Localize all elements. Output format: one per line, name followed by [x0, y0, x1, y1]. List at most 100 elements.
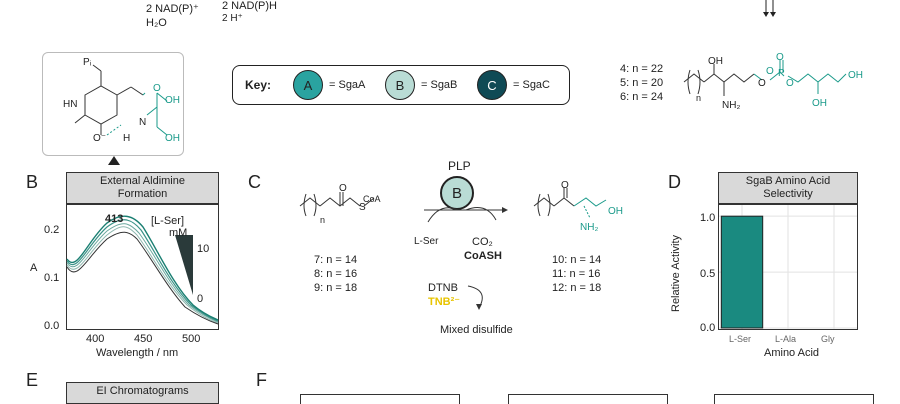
d-ylabel: Relative Activity: [670, 234, 682, 312]
conc-max: 10: [197, 243, 210, 255]
panel-d-plot: [718, 204, 858, 330]
key-circle-a: A: [293, 70, 323, 100]
b-xtick-2: 450: [134, 333, 153, 345]
tnb-label: TNB²⁻: [428, 296, 461, 308]
panel-f-plot-3: [714, 394, 874, 404]
b-ytick-3: 0.0: [44, 320, 60, 332]
hydroxyl-label: OH: [165, 133, 180, 144]
reaction-arrows: [763, 0, 776, 17]
b-xlabel: Wavelength / nm: [96, 347, 179, 359]
d-xlabel: Amino Acid: [764, 347, 820, 359]
d-ytick-1: 1.0: [700, 212, 716, 224]
acyl-o-label: O: [339, 183, 347, 194]
b-xtick-1: 400: [86, 333, 105, 345]
key-desc-a: = SgaA: [329, 79, 366, 91]
acyl-s-label: S: [359, 202, 366, 213]
pyridinium-nh-label: HN: [63, 99, 78, 110]
key-label: Key:: [245, 78, 272, 92]
h-label: H: [123, 133, 131, 144]
conc-label-line2: mM: [169, 227, 188, 239]
product-nh2-label: NH₂: [580, 222, 599, 233]
substrate-8: 8: n = 16: [314, 268, 358, 280]
product-12: 12: n = 18: [552, 282, 602, 294]
panel-f-letter: F: [256, 370, 267, 390]
carboxyl-o-label: O: [153, 83, 161, 94]
panel-d-title: SgaB Amino Acid Selectivity: [718, 172, 858, 204]
lipid-o-4: O: [786, 78, 794, 89]
product-oh-label: OH: [608, 206, 623, 217]
panel-d-letter: D: [668, 172, 681, 192]
aldimine-structure-card: Pᵢ HN N O⁻ H OH O OH: [42, 52, 184, 156]
imine-n-label: N: [139, 117, 147, 128]
acyl-n-sub: n: [320, 215, 326, 225]
panel-f-plot-2: [508, 394, 668, 404]
key-circle-b: B: [385, 70, 415, 100]
d-xtick-2: Gly: [821, 334, 835, 344]
conc-min: 0: [197, 293, 204, 305]
d-xtick-1: L-Ala: [775, 334, 797, 344]
lipid-n-sub: n: [696, 93, 702, 103]
cofactor-water: H₂O: [146, 17, 167, 29]
absorbance-spectra: [66, 215, 219, 325]
enzyme-b-circle: B: [440, 176, 474, 210]
enzyme-b-letter: B: [451, 184, 462, 202]
panel-b-title-line1: External Aldimine: [100, 175, 185, 187]
acyl-coa-label: CoA: [363, 194, 381, 204]
substrate-9: 9: n = 18: [314, 282, 358, 294]
key-letter-a: A: [303, 77, 313, 93]
compound-5-n: 5: n = 20: [620, 77, 664, 89]
lipid-oh-bottom: OH: [812, 98, 827, 109]
lipid-o-3: O: [766, 66, 774, 77]
panel-e-letter: E: [26, 370, 39, 390]
panel-b-title-line2: Formation: [117, 188, 168, 200]
b-xtick-3: 500: [182, 333, 201, 345]
lipid-o-1: O: [758, 78, 766, 89]
compound-6-n: 6: n = 24: [620, 91, 664, 103]
acyl-coa-structure: [299, 192, 375, 217]
lipid-oh-top: OH: [708, 56, 723, 67]
selectivity-bar-chart: [719, 205, 857, 329]
plp-label: PLP: [448, 159, 471, 173]
product-o-label: O: [561, 180, 569, 191]
lipid-structure-drawing: [683, 60, 847, 96]
panel-c-letter: C: [248, 172, 261, 192]
lipid-o-2: O: [776, 52, 784, 63]
panel-e-title: EI Chromatograms: [66, 382, 219, 404]
product-10: 10: n = 14: [552, 254, 602, 266]
d-ytick-3: 0.0: [700, 322, 716, 334]
enzyme-key: Key: A = SgaA B = SgaB C = SgaC: [232, 65, 570, 105]
enzyme-reaction-arrow: [424, 207, 508, 223]
panel-b-title: External Aldimine Formation: [66, 172, 219, 204]
mixed-disulfide-label: Mixed disulfide: [440, 324, 513, 336]
b-ytick-2: 0.1: [44, 272, 60, 284]
co2-label: CO₂: [472, 236, 493, 248]
aldimine-structure-drawing: [74, 64, 168, 136]
carboxyl-oh-label: OH: [165, 95, 180, 106]
phosphate-label: Pᵢ: [83, 57, 92, 68]
coash-label: CoASH: [464, 250, 502, 262]
d-ytick-2: 0.5: [700, 268, 716, 280]
pointer-triangle: [108, 156, 120, 165]
panel-d-title-line1: SgaB Amino Acid: [745, 175, 831, 187]
compound-4-n: 4: n = 22: [620, 63, 664, 75]
lipid-oh-right: OH: [848, 70, 863, 81]
key-desc-b: = SgaB: [421, 79, 458, 91]
lipid-p: P: [778, 68, 785, 79]
key-letter-c: C: [487, 77, 497, 93]
panel-f-plot-1: [300, 394, 460, 404]
panel-b-letter: B: [26, 172, 39, 192]
panel-d-title-line2: Selectivity: [763, 188, 813, 200]
cofactor-nadp-plus: 2 NAD(P)⁺: [146, 3, 199, 15]
coash-arrow: [467, 285, 483, 310]
cofactor-protons: 2 H⁺: [222, 13, 243, 24]
b-ytick-1: 0.2: [44, 224, 60, 236]
b-ylabel: A: [30, 262, 38, 274]
key-desc-c: = SgaC: [513, 79, 550, 91]
phenolate-label: O⁻: [93, 133, 107, 144]
key-letter-b: B: [395, 77, 405, 93]
key-circle-c: C: [477, 70, 507, 100]
dtnb-label: DTNB: [428, 282, 458, 294]
concentration-wedge: [175, 235, 193, 295]
lipid-nh2: NH₂: [722, 100, 741, 111]
l-ser-label: L-Ser: [414, 236, 439, 247]
